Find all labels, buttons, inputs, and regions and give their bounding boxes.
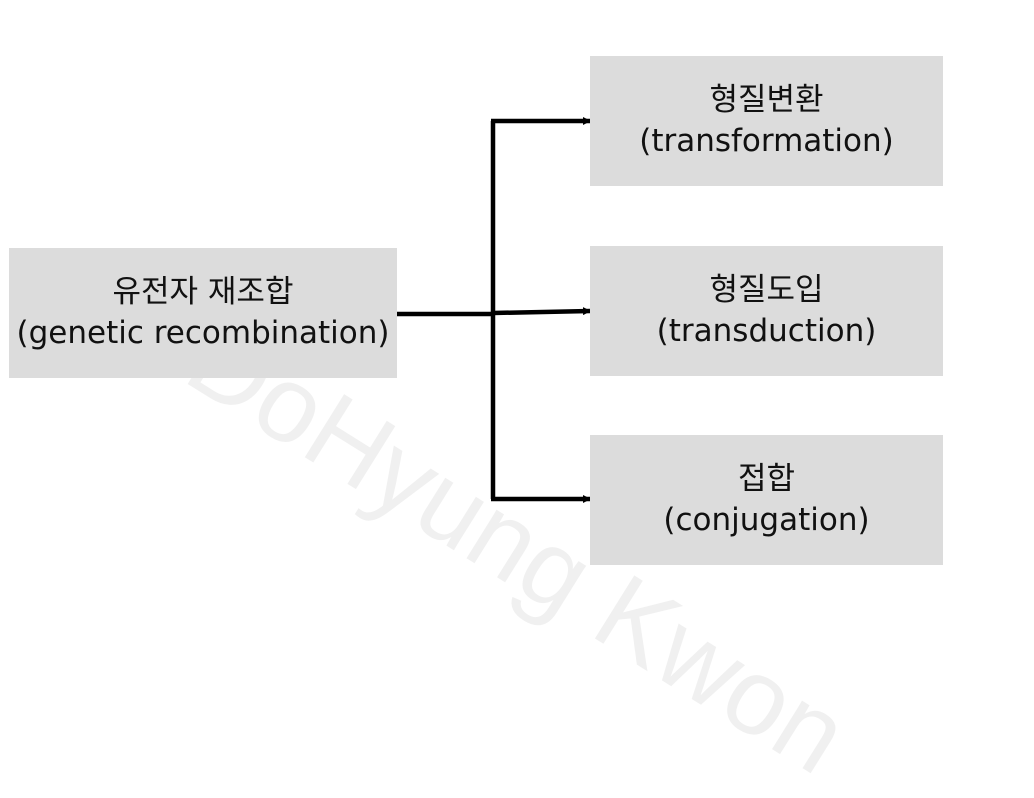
target-subtitle-transformation: (transformation) [639, 123, 894, 159]
target-title-conjugation: 접합 [737, 461, 796, 497]
target-node-conjugation: 접합 (conjugation) [590, 435, 943, 565]
target-title-transformation: 형질변환 [709, 82, 824, 118]
source-subtitle: (genetic recombination) [16, 315, 390, 351]
target-subtitle-transduction: (transduction) [656, 313, 877, 349]
target-title-transduction: 형질도입 [709, 272, 824, 308]
arrow-to-transduction [492, 307, 591, 316]
source-node-genetic-recombination: 유전자 재조합 (genetic recombination) [9, 248, 397, 378]
target-subtitle-conjugation: (conjugation) [663, 502, 870, 538]
target-node-transformation: 형질변환 (transformation) [590, 56, 943, 186]
target-node-transduction: 형질도입 (transduction) [590, 246, 943, 376]
source-title: 유전자 재조합 [112, 274, 294, 310]
